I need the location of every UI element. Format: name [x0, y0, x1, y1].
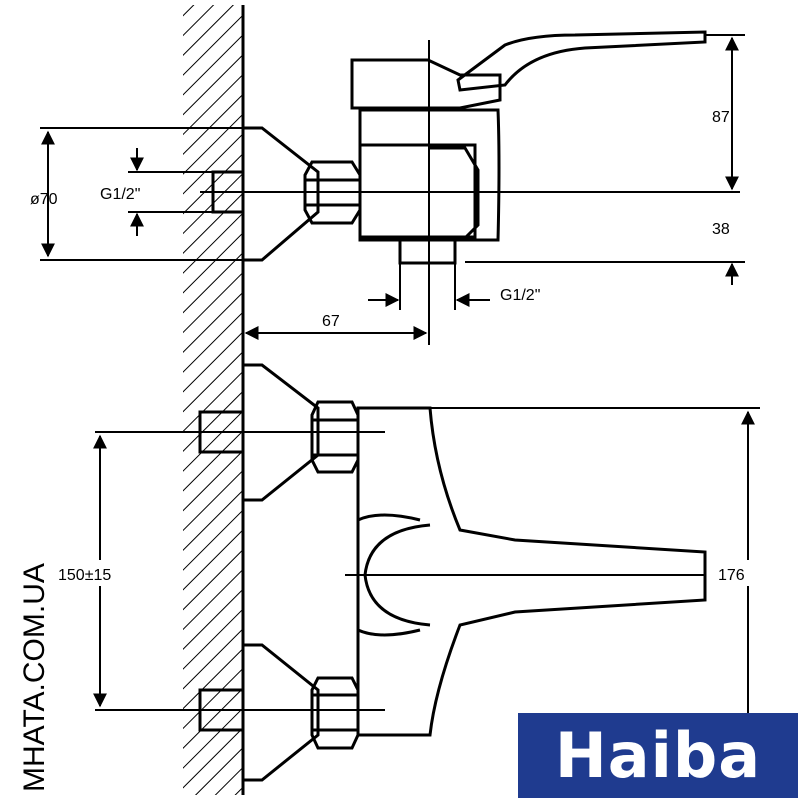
side-body: [358, 108, 501, 242]
front-lower-flange: [241, 643, 320, 782]
label-outlet-height: 38: [712, 221, 730, 238]
side-handle-cap: [350, 58, 502, 110]
front-lower-nut: [310, 676, 360, 750]
dim-thread-outlet: [368, 262, 490, 310]
label-thread-outlet: G1/2": [500, 287, 540, 304]
brand-logo: Haiba: [518, 713, 798, 798]
front-upper-nut: [310, 400, 360, 474]
side-lever: [456, 30, 707, 92]
wall: [183, 5, 245, 795]
brand-name: Haiba: [554, 719, 762, 792]
label-thread-inlet: G1/2": [100, 186, 140, 203]
label-projection: 67: [322, 313, 340, 330]
watermark-text: MHATA.COM.UA: [18, 563, 51, 792]
label-flange-diameter: ø70: [30, 191, 58, 208]
side-view-centre-lines: [200, 40, 740, 345]
side-hex-nut: [303, 160, 362, 225]
label-total-height: 176: [718, 567, 745, 584]
side-outlet: [398, 238, 457, 265]
label-centre-distance: 150±15: [58, 567, 111, 584]
front-body: [356, 406, 707, 737]
dim-heights-side: [465, 34, 745, 285]
dim-flange-diameter: [40, 127, 245, 261]
label-handle-height: 87: [712, 109, 730, 126]
dim-thread-inlet: [128, 148, 215, 236]
side-view: [211, 30, 707, 265]
side-flange: [241, 126, 320, 262]
front-view-centre-lines: [95, 431, 705, 711]
